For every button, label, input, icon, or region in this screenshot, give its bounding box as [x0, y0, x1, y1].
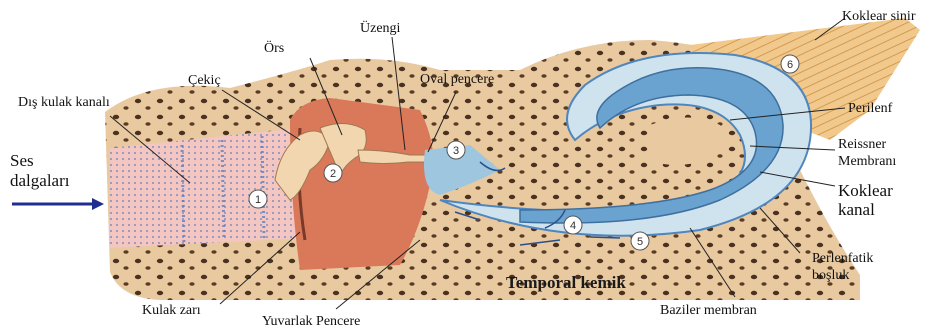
step-marker-5: 5 — [631, 232, 649, 250]
step-marker-2: 2 — [324, 164, 342, 182]
label-hammer: Çekiç — [188, 73, 221, 88]
label-sound-waves-2: dalgaları — [10, 171, 70, 190]
label-eardrum: Kulak zarı — [142, 303, 201, 318]
label-perilymphatic-1: Perlenfatik — [812, 251, 873, 266]
label-basilar-membrane: Baziler membran — [660, 303, 757, 318]
label-perilymphatic-2: boşluk — [812, 268, 849, 283]
step-number: 2 — [330, 168, 336, 180]
step-marker-3: 3 — [447, 141, 465, 159]
label-reissner-2: Membranı — [838, 154, 896, 169]
step-marker-1: 1 — [249, 190, 267, 208]
step-number: 5 — [637, 236, 643, 248]
label-round-window: Yuvarlak Pencere — [262, 314, 360, 329]
label-cochlear-canal-2: kanal — [838, 200, 875, 219]
label-reissner-1: Reissner — [838, 137, 887, 152]
label-anvil: Örs — [264, 39, 284, 56]
step-number: 4 — [570, 220, 576, 232]
outer-ear-canal-shape — [110, 128, 305, 248]
step-number: 1 — [255, 194, 261, 206]
label-perilymph: Perilenf — [848, 101, 893, 116]
step-number: 3 — [453, 145, 459, 157]
step-number: 6 — [787, 59, 793, 71]
step-marker-4: 4 — [564, 216, 582, 234]
sound-wave-arrow — [12, 198, 104, 210]
label-stirrup: Üzengi — [360, 19, 401, 36]
label-outer-ear-canal: Dış kulak kanalı — [18, 95, 110, 110]
label-cochlear-nerve: Koklear sinir — [842, 9, 916, 24]
label-sound-waves-1: Ses — [10, 151, 34, 170]
step-marker-6: 6 — [781, 55, 799, 73]
label-oval-window: Oval pencere — [420, 72, 494, 87]
label-temporal-bone: Temporal kemik — [506, 273, 626, 292]
label-cochlear-canal-1: Koklear — [838, 181, 893, 200]
